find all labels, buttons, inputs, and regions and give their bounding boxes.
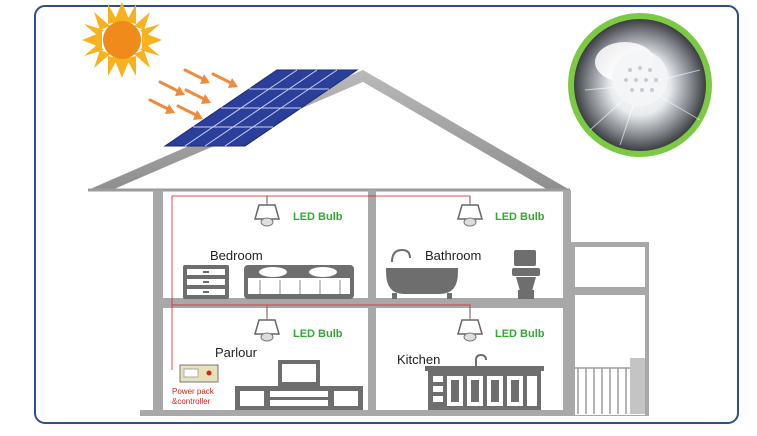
tv-cabinet <box>235 386 363 410</box>
toilet-icon <box>512 250 540 299</box>
room-label-kitchen: Kitchen <box>397 352 440 367</box>
bed-icon <box>244 265 354 299</box>
kitchen-counter <box>425 366 544 410</box>
controller-label-line2: &controller <box>172 397 211 406</box>
led-bulb-icon <box>612 50 668 106</box>
led-bulb-label-bedroom: LED Bulb <box>293 211 343 223</box>
tv-icon <box>278 360 320 389</box>
room-label-bathroom: Bathroom <box>425 248 481 263</box>
sunlight-arrows <box>148 68 238 120</box>
led-bulb-badge <box>568 13 712 157</box>
bulb-pendant-bathroom <box>457 196 483 227</box>
controller-label-line1: Power pack <box>172 387 215 396</box>
sun-icon <box>82 2 162 78</box>
sink-icon <box>475 353 487 366</box>
led-bulb-label-bathroom: LED Bulb <box>495 211 545 223</box>
room-label-bedroom: Bedroom <box>210 248 263 263</box>
solar-panel-icon <box>163 69 359 147</box>
bathtub-icon <box>386 248 458 299</box>
led-bulb-label-kitchen: LED Bulb <box>495 328 545 340</box>
house-walls <box>140 190 580 416</box>
diagram-frame <box>34 5 739 424</box>
dresser-icon <box>183 265 229 299</box>
room-label-parlour: Parlour <box>215 345 258 360</box>
bulb-pendant-parlour <box>254 308 280 342</box>
bulb-pendant-kitchen <box>457 308 483 342</box>
roof <box>88 70 570 192</box>
controller-icon <box>179 364 219 383</box>
house-annex <box>571 242 649 416</box>
bulb-pendant-bedroom <box>254 196 280 227</box>
led-bulb-label-parlour: LED Bulb <box>293 328 343 340</box>
